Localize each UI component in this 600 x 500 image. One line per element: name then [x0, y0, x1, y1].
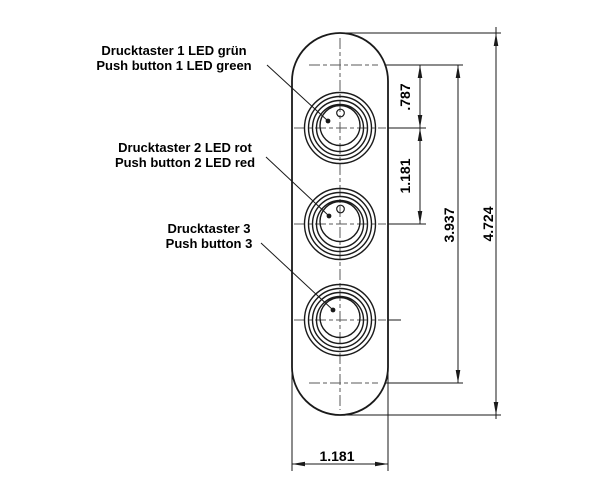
button-2-led	[336, 204, 345, 214]
label-button-3-en: Push button 3	[166, 236, 253, 251]
dimension-values: .787 1.181 3.937 4.724 1.181	[319, 83, 496, 464]
leader-line-button-1	[266, 64, 329, 122]
button-1-led	[336, 108, 345, 118]
arrow-left-width	[292, 461, 305, 467]
button-3-ring-4	[315, 295, 365, 345]
dim-value-top-to-button1: .787	[397, 83, 413, 110]
label-button-1-en: Push button 1 LED green	[96, 58, 251, 73]
button-1-ring-3	[311, 99, 369, 157]
dimension-lines	[292, 27, 497, 465]
button-1-ring-2	[307, 95, 373, 161]
arrow-up-787	[417, 65, 423, 78]
arrow-right-width	[375, 461, 388, 467]
button-3-ring-2	[307, 287, 373, 353]
label-button-1-de: Drucktaster 1 LED grün	[101, 43, 246, 58]
arrow-up-3937	[455, 65, 461, 78]
leader-lines	[260, 64, 336, 313]
arrow-down-4724	[493, 402, 499, 415]
dim-value-button-spacing: 1.181	[397, 158, 413, 193]
button-1-actuator	[319, 104, 361, 147]
push-button-2	[303, 187, 377, 261]
dim-value-reference-length: 3.937	[441, 207, 457, 242]
button-2-ring-4	[315, 199, 365, 249]
leader-line-button-2	[265, 156, 330, 217]
button-3-actuator	[319, 296, 361, 339]
arrow-down-1181	[417, 211, 423, 224]
dim-value-panel-width: 1.181	[319, 448, 354, 464]
centerlines	[294, 38, 386, 410]
button-3-ring-3	[311, 291, 369, 349]
leader-dot-button-2	[326, 213, 332, 219]
button-2-actuator	[319, 200, 361, 243]
label-button-2-de: Drucktaster 2 LED rot	[118, 140, 252, 155]
callout-labels: Drucktaster 1 LED grün Push button 1 LED…	[96, 43, 255, 251]
button-2-ring-3	[311, 195, 369, 253]
leader-dot-button-1	[325, 118, 331, 124]
dimension-arrowheads	[292, 33, 499, 467]
push-button-3	[303, 283, 377, 357]
button-2-ring-outer	[303, 187, 377, 261]
button-1-ring-outer	[303, 91, 377, 165]
label-button-2-en: Push button 2 LED red	[115, 155, 255, 170]
label-button-3-de: Drucktaster 3	[167, 221, 250, 236]
arrow-up-1181	[417, 128, 423, 141]
dim-value-overall-length: 4.724	[480, 206, 496, 241]
arrow-down-3937	[455, 370, 461, 383]
button-3-ring-outer	[303, 283, 377, 357]
leader-line-button-3	[260, 242, 334, 311]
button-2-ring-2	[307, 191, 373, 257]
leader-dot-button-3	[330, 307, 336, 313]
arrow-up-4724	[493, 33, 499, 46]
button-1-ring-4	[315, 103, 365, 153]
arrow-down-787	[417, 115, 423, 128]
push-button-1	[303, 91, 377, 165]
